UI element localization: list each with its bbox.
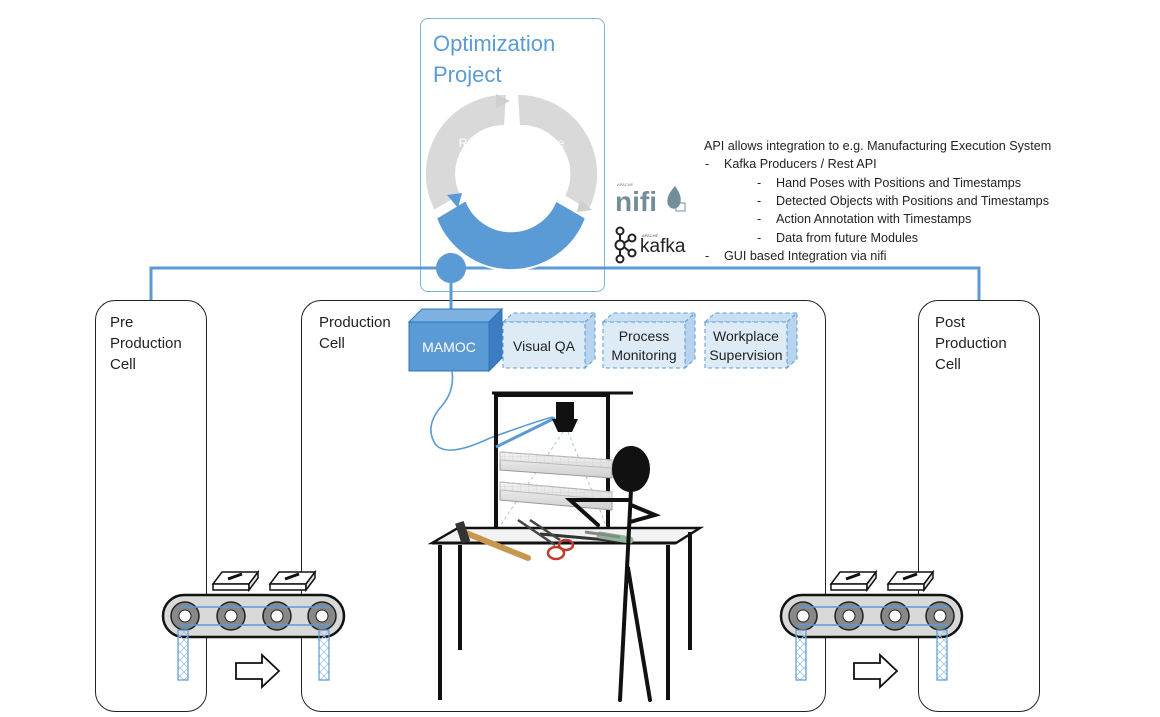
work-table [427,526,705,700]
nifi-apache-label: APACHE [617,182,633,187]
nifi-drop-icon [667,186,681,209]
cycle-label-data: Data [530,152,556,166]
optimization-cycle: Record Video Prepare Data Optimize [423,92,600,272]
cycle-arrow-bottom [447,193,462,208]
bus-hub-node [436,253,466,283]
conveyor-pre [161,569,346,690]
workplace-supervision-label-2: Supervision [709,347,782,363]
post-production-cell-box [918,300,1040,712]
workplace-supervision-module: Workplace Supervision [703,311,799,370]
nifi-wordmark: nifi [615,186,657,217]
api-sub-detected-objects-marker: - [757,194,762,208]
tools [455,518,634,561]
cycle-label-video: Video [463,152,494,166]
cycle-segment-record-video [423,92,509,213]
api-item-gui-marker: - [705,249,710,263]
process-monitoring-label-1: Process [619,328,670,344]
api-sub-action-annotation: Action Annotation with Timestamps [776,212,972,226]
api-item-kafka-marker: - [705,157,710,171]
cycle-arrow-top [496,94,510,108]
cycle-label-optimize: Optimize [487,208,535,222]
cycle-arrow-right [577,199,592,212]
kafka-icon [614,226,637,264]
api-sub-future-modules-marker: - [757,231,762,245]
optimization-project-title-line2: Project [433,62,502,87]
connection-bus [149,266,981,312]
nifi-logo: APACHE nifi [615,182,686,217]
mamoc-module: MAMOC [407,307,504,373]
conveyor-post [779,569,964,690]
api-item-gui: GUI based Integration via nifi [724,249,887,263]
cycle-label-record: Record [459,136,498,150]
kafka-apache-label: APACHE [642,233,658,238]
flow-arrow-post [853,652,899,690]
api-sub-future-modules: Data from future Modules [776,231,919,245]
api-sub-hand-poses-marker: - [757,176,762,190]
api-sub-detected-objects: Detected Objects with Positions and Time… [776,194,1049,208]
production-cell-box [301,300,826,712]
visual-qa-label: Visual QA [513,338,576,354]
mamoc-label: MAMOC [422,339,476,355]
process-monitoring-module: Process Monitoring [601,311,697,370]
workstation [492,391,633,541]
process-monitoring-label-2: Monitoring [611,347,676,363]
workplace-supervision-label-1: Workplace [713,328,779,344]
api-sub-action-annotation-marker: - [757,212,762,226]
camera-icon [556,402,574,419]
kafka-logo: APACHE kafka [614,226,686,264]
api-heading: API allows integration to e.g. Manufactu… [704,139,1052,153]
kafka-wordmark: kafka [640,236,686,257]
scissors [517,518,561,547]
api-sub-hand-poses: Hand Poses with Positions and Timestamps [776,176,1021,190]
flow-arrow-pre [235,652,281,690]
api-item-kafka: Kafka Producers / Rest API [724,157,877,171]
optimization-project-title-line1: Optimization [433,31,556,56]
pre-production-cell-box [95,300,207,712]
worker-figure [564,446,662,702]
cycle-segment-optimize [434,174,588,272]
camera-cable [430,370,554,451]
visual-qa-module: Visual QA [501,311,597,370]
cycle-label-prepare: Prepare [522,136,565,150]
hammer-handle [463,530,531,561]
cycle-segment-prepare-data [515,92,600,213]
